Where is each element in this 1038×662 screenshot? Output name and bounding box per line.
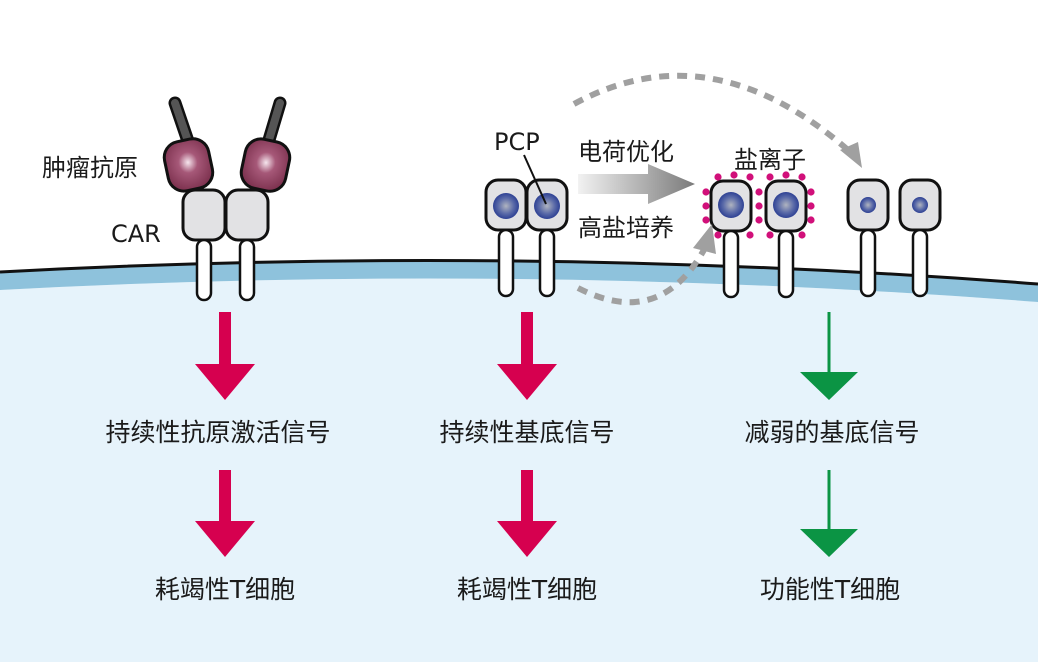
dashed-arc-top <box>572 72 850 153</box>
dashed-arc-bottom-head <box>693 224 716 254</box>
outcome-label-2: 耗竭性T细胞 <box>456 575 598 604</box>
optimized-car-1 <box>846 178 890 298</box>
salt-ion-dot <box>702 216 710 224</box>
flow-arrow-head-2-1 <box>497 364 557 400</box>
flow-arrow-head-3-2 <box>800 529 858 557</box>
membrane-line <box>0 258 1038 286</box>
salt-ion-dot <box>746 173 754 181</box>
charge-optimization-arrow <box>578 164 695 204</box>
salt-ion-dot <box>798 231 806 239</box>
pcp-label: PCP <box>494 128 540 156</box>
flow-arrow-shaft-1-1 <box>219 312 231 366</box>
salt-ion-dot <box>766 173 774 181</box>
flow-arrow-shaft-3-1 <box>827 312 831 374</box>
cytoplasm <box>0 278 1038 662</box>
car-receptor-left <box>162 96 227 302</box>
salt-ion-dot <box>702 202 710 210</box>
salt-ion-car-2 <box>764 179 808 299</box>
flow-arrow-head-1-1 <box>195 364 255 400</box>
salt-ion-car-1 <box>709 179 753 299</box>
salt-ions <box>702 171 815 239</box>
flow-arrow-shaft-3-2 <box>827 470 831 531</box>
pcp-car-2 <box>525 178 569 298</box>
salt-ion-dot <box>702 188 710 196</box>
signal-label-1: 持续性抗原激活信号 <box>105 418 331 447</box>
flow-arrow-head-3-1 <box>800 372 858 400</box>
high-salt-culture-label: 高盐培养 <box>578 214 674 242</box>
salt-ion-dot <box>714 173 722 181</box>
optimized-car-2 <box>898 178 942 298</box>
dashed-arc-bottom <box>576 246 708 306</box>
tumor-antigen-label: 肿瘤抗原 <box>42 154 138 182</box>
dashed-arc-top-head <box>840 142 862 168</box>
flow-arrow-shaft-2-2 <box>521 470 533 523</box>
pcp-car-1 <box>484 178 528 298</box>
signal-label-3: 减弱的基底信号 <box>744 418 920 447</box>
outcome-label-3: 功能性T细胞 <box>759 575 901 604</box>
salt-ions-label: 盐离子 <box>734 146 806 174</box>
outcome-label-1: 耗竭性T细胞 <box>154 575 296 604</box>
salt-ion-dot <box>807 216 815 224</box>
salt-ion-dot <box>755 216 763 224</box>
salt-ion-dot <box>807 202 815 210</box>
car-label: CAR <box>111 220 161 248</box>
salt-ion-dot <box>746 231 754 239</box>
flow-arrow-head-1-2 <box>195 521 255 557</box>
salt-ion-dot <box>798 173 806 181</box>
salt-ion-dot <box>755 188 763 196</box>
flow-arrow-head-2-2 <box>497 521 557 557</box>
pcp-pointer-line <box>523 154 547 205</box>
charge-optimization-label: 电荷优化 <box>578 138 674 166</box>
signal-label-2: 持续性基底信号 <box>439 418 615 447</box>
flow-arrow-shaft-1-2 <box>219 470 231 523</box>
salt-ion-dot <box>766 231 774 239</box>
salt-ion-dot <box>730 171 738 179</box>
car-receptor-right <box>224 96 292 302</box>
salt-ion-dot <box>714 231 722 239</box>
salt-ion-dot <box>755 202 763 210</box>
flow-arrow-shaft-2-1 <box>521 312 533 366</box>
salt-ion-dot <box>782 171 790 179</box>
salt-ion-dot <box>807 188 815 196</box>
